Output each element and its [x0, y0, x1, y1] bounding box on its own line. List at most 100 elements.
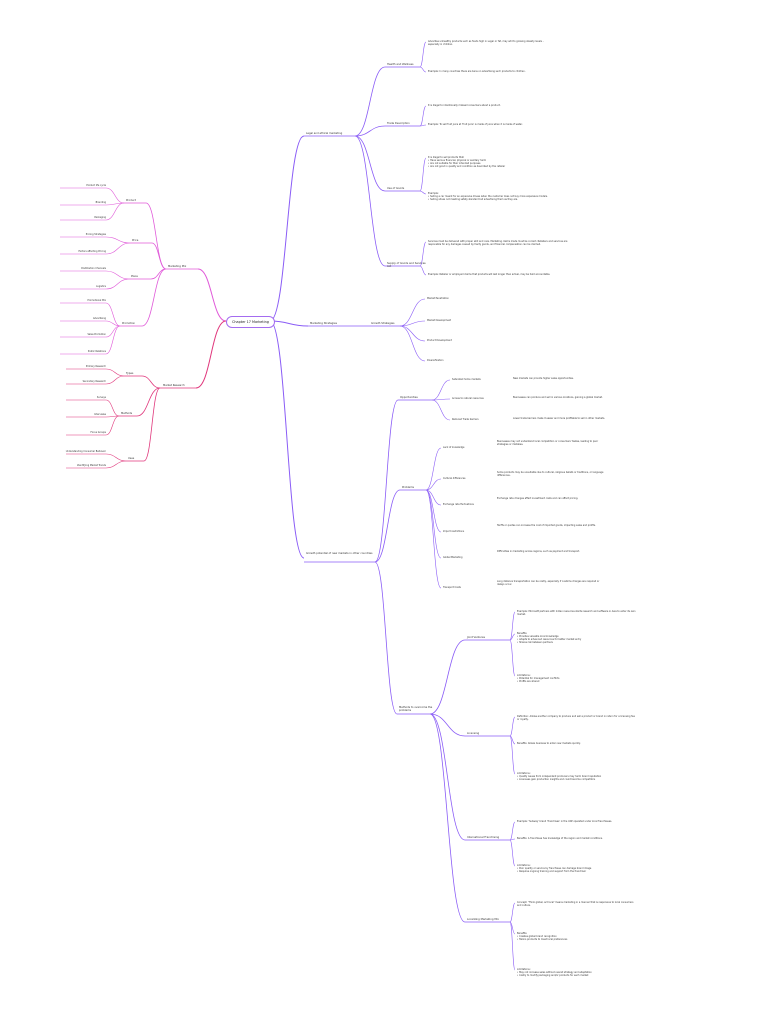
growth-item: Market Penetration [427, 297, 449, 300]
problem-label: Exchange rate fluctuations [443, 503, 474, 506]
connector [419, 105, 427, 127]
problem-note: Difficulties in marketing across regions… [497, 550, 580, 553]
node-uses: Uses [128, 457, 135, 460]
connector [425, 447, 442, 491]
connector [429, 713, 466, 923]
connector [269, 320, 309, 327]
trade-note: It is illegal to intentionally mislead c… [428, 104, 501, 107]
node-place: Place [131, 275, 138, 278]
connector [141, 268, 167, 327]
connector [509, 921, 516, 935]
connector [419, 265, 427, 276]
localizing-note: Benefits: • Creates global brand recogni… [517, 932, 568, 942]
franchising-note: Example: 'Subway' brand 'franchises' in … [517, 820, 613, 823]
problem-label: Global Marketing [443, 556, 463, 559]
methods-item: Focus Groups [90, 431, 106, 434]
connector [431, 399, 451, 421]
place-item: Distribution Channels [81, 267, 106, 270]
connector [195, 320, 227, 389]
growth-item: Product Development [427, 339, 452, 342]
uses-item: Understanding Consumer Behavior [65, 450, 106, 453]
branch-strategies: Marketing Strategies [310, 322, 337, 325]
use_goods-note: It is illegal to sell products that: • H… [428, 156, 506, 169]
connector [354, 125, 386, 137]
connector [399, 320, 426, 327]
connector [431, 398, 451, 401]
connector [425, 489, 442, 559]
node-trade: Trade Description [387, 122, 410, 125]
node-health: Health and Wellness [387, 63, 414, 66]
connector [509, 633, 516, 641]
connector [197, 268, 227, 322]
connector [136, 387, 161, 417]
connector [354, 135, 386, 267]
connector [269, 320, 305, 559]
connector [374, 561, 398, 715]
connector [105, 415, 120, 436]
connector [419, 190, 427, 195]
franchising-note: Benefits: A franchisee has knowledge of … [517, 837, 603, 840]
connector [509, 838, 516, 841]
node-joint: Joint Ventures [467, 636, 485, 639]
node-price: Price [132, 239, 139, 242]
connector [105, 368, 125, 377]
connector [105, 270, 130, 280]
connector [105, 399, 120, 417]
problem-note: Tariffs or quotas can increase the cost … [497, 524, 596, 527]
connector [143, 387, 161, 462]
connector [105, 202, 125, 221]
connector [105, 242, 131, 255]
product-item: Product life cycle [86, 184, 106, 187]
node-methods: Methods [121, 412, 133, 415]
connector [509, 735, 516, 745]
connector [399, 325, 426, 362]
price-item: Pricing Strategies [85, 233, 106, 236]
connector [141, 375, 161, 389]
joint-note: Limitations: • Potential for management … [517, 674, 560, 684]
problem-note: Long distance transportation can be cost… [497, 580, 600, 587]
problem-label: Import restrictions [443, 530, 465, 533]
problem-note: Businesses may not understand local comp… [497, 440, 599, 447]
node-franchising: International Franchising [467, 836, 500, 839]
problem-label: Transport Costs [443, 586, 461, 589]
connector [269, 135, 305, 322]
node-localizing: Localizing Marketing Mix [467, 918, 499, 921]
types-item: Primary Research [85, 365, 106, 368]
opportunity-note: Lower trade barriers make it easier and … [513, 417, 606, 420]
connector [105, 236, 131, 244]
supply-note: Example: Retailer or employed claims tha… [428, 273, 551, 276]
connector [105, 325, 121, 355]
connector [509, 735, 516, 775]
promotion-item: Public Relations [87, 350, 106, 353]
branch-legal-ethical: Legal and ethical marketing [306, 132, 343, 135]
promotion-item: Advertising [93, 317, 106, 320]
growth-item: Market Development [427, 319, 452, 322]
node-product: Product [126, 199, 136, 202]
connector [354, 135, 386, 192]
licensing-note: Limitations: • Quality issues from indep… [517, 772, 602, 782]
connector [145, 202, 167, 270]
node-supply: Supply of Goods and Services Act [387, 262, 426, 269]
connector [509, 839, 516, 867]
connector [509, 902, 516, 923]
connector [150, 268, 167, 280]
problem-label: Cultural differences [443, 477, 466, 480]
connector [419, 66, 427, 73]
connector [425, 489, 442, 589]
connector [419, 124, 427, 127]
supply-note: Services must be delivered with proper s… [428, 240, 568, 247]
connector [105, 460, 127, 469]
connector [105, 415, 120, 418]
connector [399, 298, 426, 327]
connector [419, 157, 427, 192]
connector [419, 241, 427, 267]
health-note: Advertise unhealthy products such as foo… [428, 40, 544, 47]
connector [429, 713, 466, 737]
licensing-note: Benefits: Allows business to enter new m… [517, 742, 581, 745]
localizing-note: Concept: 'Think global, act local' means… [517, 901, 634, 908]
connector [399, 325, 426, 342]
connector [429, 713, 466, 841]
connector [429, 639, 466, 715]
methods-item: Surveys [96, 396, 106, 399]
